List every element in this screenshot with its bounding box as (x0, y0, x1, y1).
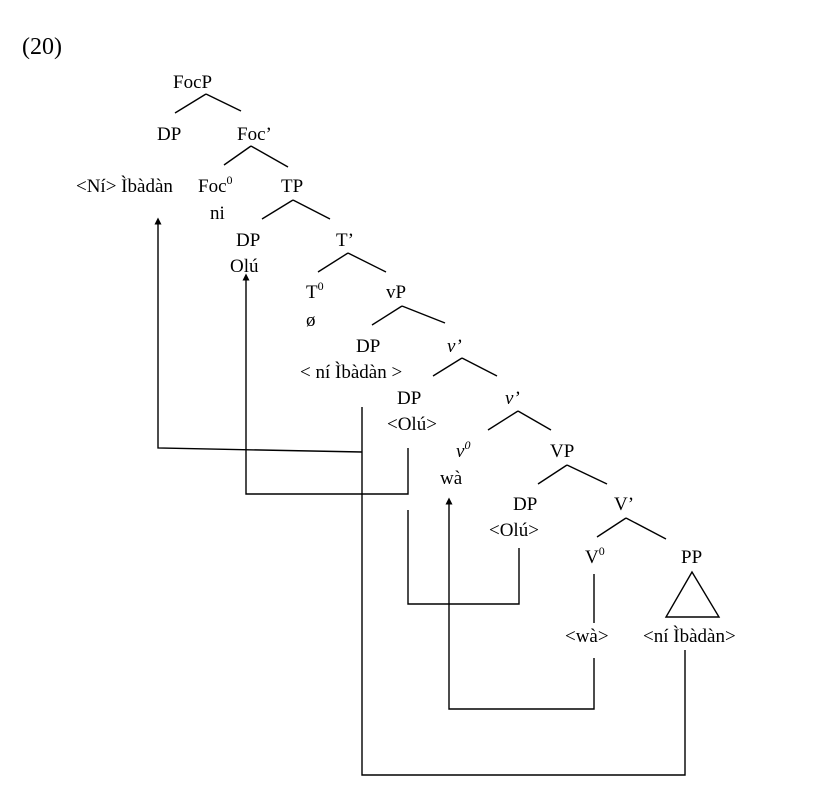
v-head-label: v (456, 441, 465, 462)
v-big-head-label: V (585, 547, 599, 568)
pp-content-label: <ní Ìbàdàn> (643, 625, 736, 647)
focp-node: FocP (173, 72, 212, 93)
ni-ibadan-trace-label: < ní Ìbàdàn > (300, 361, 402, 383)
little-vp-node: vP (386, 282, 406, 303)
v-bar-1-node: v’ (447, 336, 462, 357)
dp-spec-vp-node: DP (513, 494, 537, 515)
dp-olu-v-node: DP (397, 388, 421, 409)
pp-node: PP (681, 547, 702, 568)
big-vp-node: VP (550, 441, 574, 462)
v-head-sup: 0 (464, 438, 470, 452)
example-number: (20) (22, 34, 62, 60)
t-head-node: T0 (306, 279, 324, 303)
pp-to-spec-vp-line (361, 407, 686, 776)
movement-arrows (154, 217, 686, 776)
foc-head-node: Foc0 (198, 173, 233, 197)
v-head-node: v0 (456, 438, 470, 462)
wa-trace-label: <wà> (565, 626, 609, 647)
focus-movement-arrow (154, 217, 363, 453)
wa-label: wà (440, 468, 463, 489)
tp-node: TP (281, 176, 303, 197)
pp-triangle (664, 570, 721, 618)
olu-trace-2-label: <Olú> (489, 520, 539, 541)
foc-head-sup: 0 (227, 173, 233, 187)
t-head-sup: 0 (318, 279, 324, 293)
olu-spec-vp-to-spec-v-line (407, 510, 520, 605)
v-big-head-node: V0 (585, 544, 605, 568)
olu-trace-1-label: <Olú> (387, 414, 437, 435)
focus-ni-ibadan-label: <Ní> Ìbàdàn (76, 175, 173, 197)
v-to-little-v-arrow (445, 497, 595, 710)
dp-spec-foc-node: DP (157, 124, 181, 145)
dp-spec-t-node: DP (236, 230, 260, 251)
v-bar-big-node: V’ (614, 494, 634, 515)
olu-label: Olú (230, 256, 259, 277)
ni-label: ni (210, 203, 225, 224)
tree-branches (174, 93, 721, 623)
olu-spec-v-to-spec-t-arrow (242, 273, 409, 495)
t-head-label: T (306, 282, 318, 303)
t-null-label: ø (306, 310, 316, 331)
dp-spec-v-node: DP (356, 336, 380, 357)
t-bar-node: T’ (336, 230, 354, 251)
foc-bar-node: Foc’ (237, 124, 272, 145)
foc-head-label: Foc (198, 176, 227, 197)
v-big-head-sup: 0 (599, 544, 605, 558)
v-bar-2-node: v’ (505, 388, 520, 409)
